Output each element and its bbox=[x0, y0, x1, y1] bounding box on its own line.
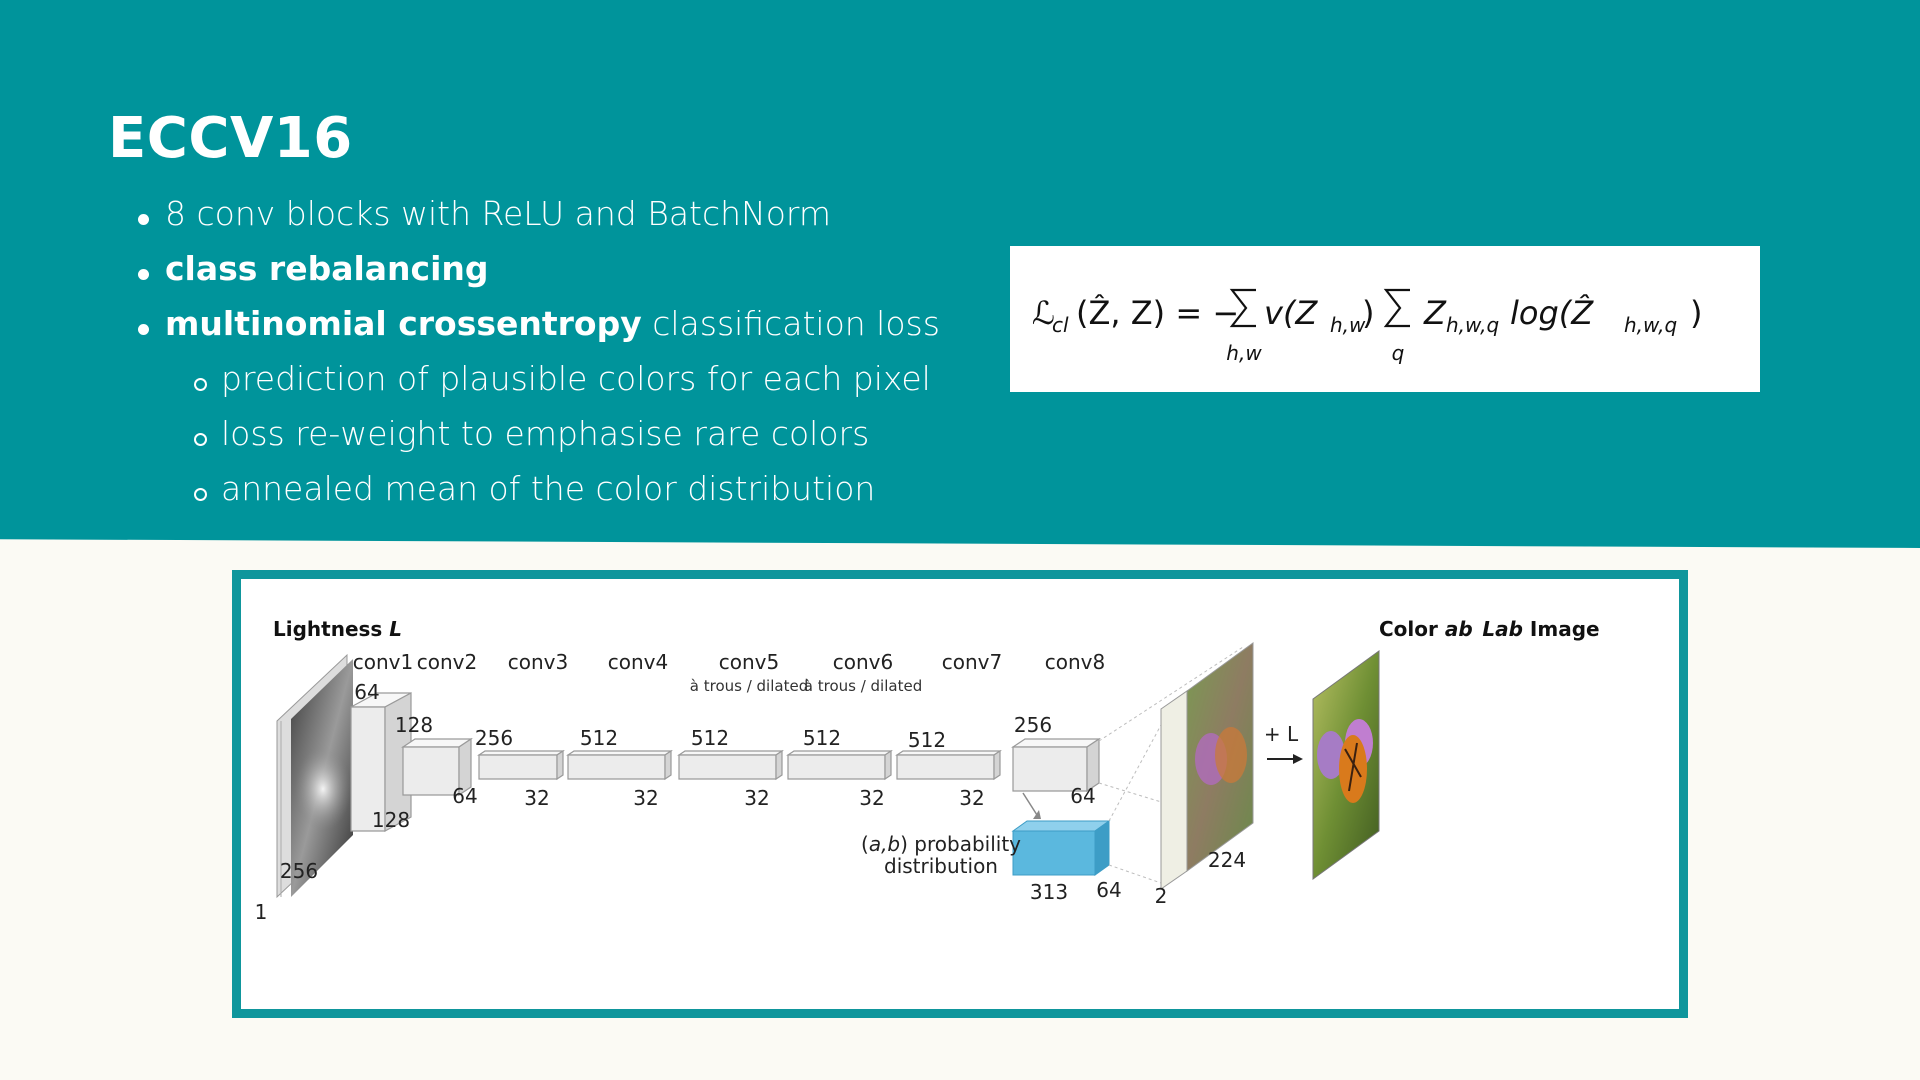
slide-title: ECCV16 bbox=[108, 106, 353, 171]
dim-label: 224 bbox=[1208, 848, 1246, 872]
conv7-block-side bbox=[993, 749, 1001, 781]
dim-label: 512 bbox=[803, 726, 841, 750]
bullet-dot-icon bbox=[138, 269, 149, 280]
arrow-right-icon bbox=[1293, 754, 1303, 764]
conv-label: conv1 bbox=[353, 650, 413, 674]
dim-label: 32 bbox=[633, 786, 658, 810]
conv-label: conv7 bbox=[942, 650, 1002, 674]
formula-svg: ℒ cl (Ẑ, Z) = − h,w v(Z h,w ) q Z h,w,q … bbox=[1032, 288, 1702, 365]
bullet-ring-icon bbox=[194, 433, 207, 446]
formula-log: log(Ẑ bbox=[1510, 294, 1594, 332]
dilated-note: à trous / dilated bbox=[690, 677, 808, 695]
conv4-block-side bbox=[664, 749, 672, 781]
formula-lhs-args: (Ẑ, Z) = − bbox=[1076, 294, 1239, 332]
dim-label: 512 bbox=[691, 726, 729, 750]
sub-bullet-text: annealed mean of the color distribution bbox=[221, 469, 876, 508]
conv-label: conv4 bbox=[608, 650, 668, 674]
formula-lhs-script: ℒ bbox=[1032, 294, 1055, 332]
formula-term-sub: h,w,q bbox=[1446, 313, 1499, 337]
formula-weight-sub: h,w bbox=[1330, 313, 1366, 337]
conv-label: conv2 bbox=[417, 650, 477, 674]
conv7-block bbox=[896, 754, 995, 780]
dim-label: 313 bbox=[1030, 880, 1068, 904]
dim-label: 64 bbox=[1096, 878, 1121, 902]
loss-formula: ℒ cl (Ẑ, Z) = − h,w v(Z h,w ) q Z h,w,q … bbox=[1010, 246, 1760, 392]
sum-sign-icon bbox=[1229, 288, 1256, 328]
bullet-dot-icon bbox=[138, 214, 149, 225]
dilated-note: à trous / dilated bbox=[804, 677, 922, 695]
flow-arrow-line bbox=[1022, 792, 1038, 816]
conv6-block-side bbox=[884, 749, 892, 781]
probability-block bbox=[1011, 820, 1111, 876]
dim-label: 128 bbox=[395, 713, 433, 737]
conv5-block-side bbox=[775, 749, 783, 781]
formula-weight: v(Z bbox=[1264, 294, 1318, 332]
formula-lhs-sub: cl bbox=[1052, 313, 1069, 337]
input-label: Lightness L bbox=[273, 617, 402, 641]
dim-label: 32 bbox=[744, 786, 769, 810]
dim-label: 256 bbox=[280, 859, 318, 883]
dim-label: 256 bbox=[1014, 713, 1052, 737]
conv8-block-top bbox=[1011, 738, 1101, 748]
architecture-figure: Lightness L Color ab Lab Image conv1 con… bbox=[232, 570, 1688, 1018]
conv-label: conv8 bbox=[1045, 650, 1105, 674]
sub-bullet-text: loss re-weight to emphasise rare colors bbox=[221, 414, 870, 453]
dim-label: 512 bbox=[580, 726, 618, 750]
dim-label: 128 bbox=[372, 808, 410, 832]
bullet-text-bold: class rebalancing bbox=[165, 249, 489, 288]
dim-label: 512 bbox=[908, 728, 946, 752]
lab-image-label: Lab Image bbox=[1482, 617, 1599, 641]
formula-log-sub: h,w,q bbox=[1624, 313, 1677, 337]
sum-sign-icon bbox=[1383, 288, 1410, 328]
dim-label: 32 bbox=[524, 786, 549, 810]
bullet-ring-icon bbox=[194, 378, 207, 391]
projection-lines bbox=[1098, 646, 1244, 884]
conv3-block-side bbox=[556, 749, 564, 781]
probability-label-line2: distribution bbox=[884, 854, 998, 878]
dim-label: 256 bbox=[475, 726, 513, 750]
color-ab-label: Color ab bbox=[1379, 617, 1473, 641]
conv-label: conv5 bbox=[719, 650, 779, 674]
lab-output-image bbox=[1312, 650, 1380, 880]
conv6-block bbox=[787, 754, 886, 780]
input-lightness-image bbox=[276, 653, 353, 899]
color-ab-volume bbox=[1160, 642, 1254, 890]
dim-label: 64 bbox=[452, 784, 477, 808]
formula-weight-close: ) bbox=[1362, 294, 1374, 332]
bullet-text-bold: multinomial crossentropy bbox=[165, 304, 642, 343]
architecture-diagram: Lightness L Color ab Lab Image conv1 con… bbox=[255, 617, 1600, 924]
dim-label: 64 bbox=[1070, 784, 1095, 808]
formula-sum2-index: q bbox=[1392, 341, 1405, 365]
bullet-ring-icon bbox=[194, 488, 207, 501]
conv2-block bbox=[402, 746, 460, 796]
probability-label: (a,b) probability bbox=[861, 832, 1021, 856]
dim-label: 32 bbox=[959, 786, 984, 810]
conv-label: conv6 bbox=[833, 650, 893, 674]
dim-label: 32 bbox=[859, 786, 884, 810]
flow-arrow-icon bbox=[1033, 810, 1041, 819]
formula-log-close: ) bbox=[1690, 294, 1702, 332]
bullet-text: classification loss bbox=[641, 304, 940, 343]
conv-blocks bbox=[350, 691, 1101, 833]
conv-label: conv3 bbox=[508, 650, 568, 674]
dim-label: 1 bbox=[255, 900, 268, 924]
formula-term: Z bbox=[1423, 294, 1447, 332]
formula-sum1-index: h,w bbox=[1226, 341, 1262, 365]
dim-label: 2 bbox=[1155, 884, 1168, 908]
sub-bullet-text: prediction of plausible colors for each … bbox=[221, 359, 931, 398]
bullet-dot-icon bbox=[138, 324, 149, 335]
bullet-text: 8 conv blocks with ReLU and BatchNorm bbox=[165, 194, 832, 233]
conv4-block bbox=[567, 754, 666, 780]
conv3-block bbox=[478, 754, 558, 780]
conv2-block-side bbox=[458, 737, 472, 797]
plus-l-label: + L bbox=[1264, 722, 1299, 746]
conv5-block bbox=[678, 754, 777, 780]
dim-label: 64 bbox=[354, 680, 379, 704]
conv1-block-side bbox=[384, 691, 412, 833]
